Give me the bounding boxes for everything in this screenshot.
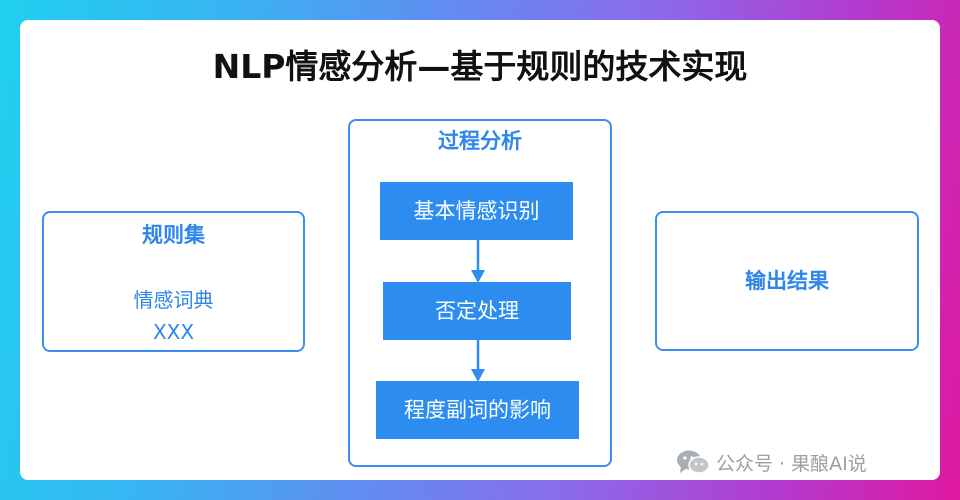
diagram-title: NLP情感分析—基于规则的技术实现	[212, 47, 748, 86]
output-box-label: 输出结果	[745, 269, 829, 293]
arrow-step2-to-step3	[471, 340, 485, 382]
watermark-text: 公众号 · 果酿AI说	[716, 452, 867, 475]
output-box: 输出结果	[655, 211, 919, 351]
rules-box-label: 规则集	[142, 223, 205, 247]
wechat-icon	[677, 450, 710, 474]
process-box-label: 过程分析	[438, 129, 522, 153]
rules-line-sentiment-lexicon: 情感词典	[133, 288, 214, 312]
arrow-step1-to-step2	[471, 240, 485, 283]
rules-line-placeholder: XXX	[152, 320, 195, 344]
step-degree-adverb: 程度副词的影响	[376, 381, 579, 439]
watermark: 公众号 · 果酿AI说	[676, 447, 867, 477]
step-negation: 否定处理	[383, 282, 571, 340]
rules-box: 规则集 情感词典 XXX	[42, 211, 305, 352]
step-basic-sentiment: 基本情感识别	[380, 182, 573, 240]
